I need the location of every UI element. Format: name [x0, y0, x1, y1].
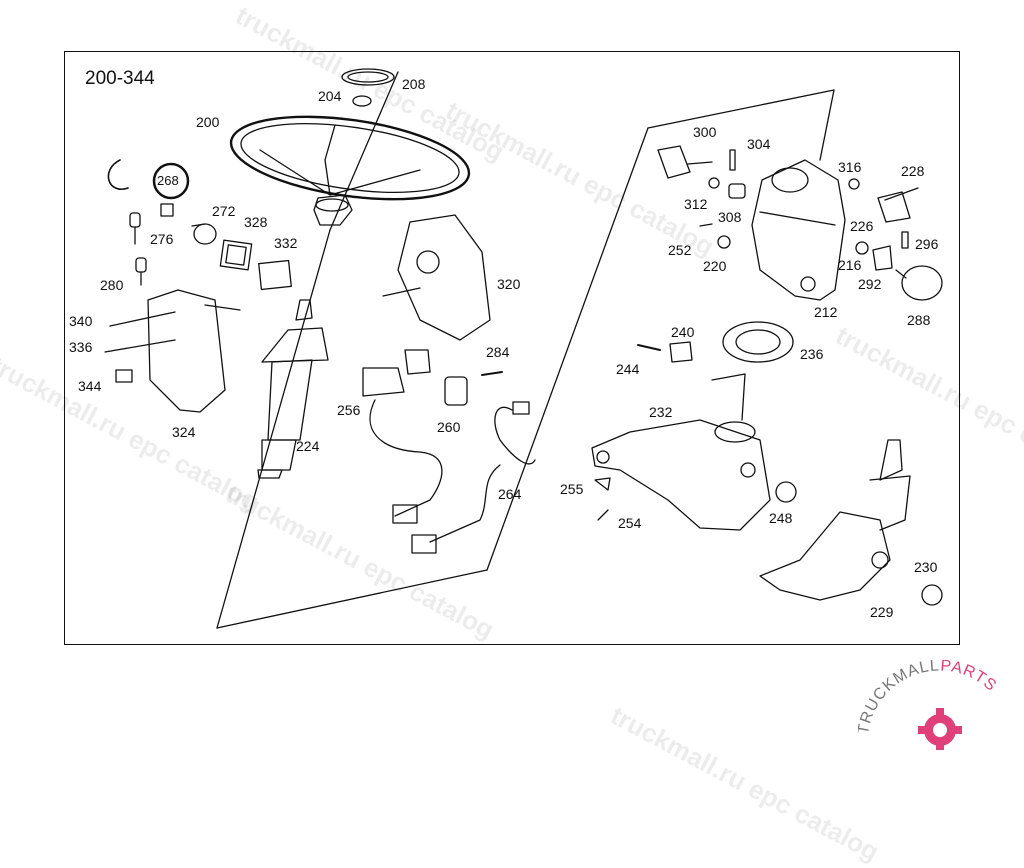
callout-label: 200 — [196, 114, 220, 130]
steering-column-shroud — [104, 289, 241, 413]
callout-label: 240 — [671, 324, 695, 340]
callout-label: 272 — [212, 203, 236, 219]
diagram-frame — [64, 51, 960, 645]
callout-label: 232 — [649, 404, 673, 420]
emblem-ring — [341, 68, 395, 86]
callout-label: 226 — [850, 218, 874, 234]
callout-label: 308 — [718, 209, 742, 225]
logo-text-accent: PARTS — [940, 660, 1000, 695]
relay — [444, 376, 468, 406]
callout-label: 320 — [497, 276, 521, 292]
callout-label: 332 — [274, 235, 298, 251]
small-parts-right — [699, 178, 943, 301]
lower-bracket — [759, 439, 943, 606]
callout-label: 296 — [915, 236, 939, 252]
diagram-id: 200-344 — [85, 68, 155, 89]
callout-label: 256 — [337, 402, 361, 418]
callout-label: 248 — [769, 510, 793, 526]
callout-label: 260 — [437, 419, 461, 435]
lock-cylinder — [160, 203, 217, 245]
steering-column — [257, 299, 329, 479]
callout-label: 324 — [172, 424, 196, 440]
callout-label: 216 — [838, 257, 862, 273]
callout-label: 220 — [703, 258, 727, 274]
callout-label: 255 — [560, 481, 584, 497]
key-set — [129, 212, 147, 286]
callout-label: 228 — [901, 163, 925, 179]
cover-plate — [219, 239, 253, 271]
pad — [258, 259, 292, 291]
callout-label: 284 — [486, 344, 510, 360]
callout-label: 344 — [78, 378, 102, 394]
callout-label: 280 — [100, 277, 124, 293]
callout-label: 288 — [907, 312, 931, 328]
callout-label: 340 — [69, 313, 93, 329]
gear-icon — [918, 708, 962, 752]
callout-label: 212 — [814, 304, 838, 320]
plug — [775, 481, 797, 503]
steering-wheel — [229, 115, 471, 226]
bolt — [597, 509, 609, 521]
callout-label: 229 — [870, 604, 894, 620]
callout-label: 236 — [800, 346, 824, 362]
snap-ring — [107, 159, 129, 191]
callout-label: 304 — [747, 136, 771, 152]
callout-label: 230 — [914, 559, 938, 575]
section-dividers — [216, 71, 835, 629]
callout-label: 252 — [668, 242, 692, 258]
callout-label: 328 — [244, 214, 268, 230]
screw — [481, 371, 503, 376]
callout-circle-268 — [152, 162, 190, 200]
clip — [594, 477, 611, 491]
bearing-housing — [657, 145, 846, 301]
callout-label: 312 — [684, 196, 708, 212]
callout-label: 264 — [498, 486, 522, 502]
callout-label: 292 — [858, 276, 882, 292]
callout-label: 316 — [838, 159, 862, 175]
callout-label: 254 — [618, 515, 642, 531]
callout-label: 204 — [318, 88, 342, 104]
cable-harness — [411, 401, 536, 554]
truckmallparts-logo: TRUCKMALLPARTS — [855, 657, 1024, 752]
mounting-bracket — [591, 373, 771, 531]
callout-label: 336 — [69, 339, 93, 355]
column-cover — [382, 214, 491, 341]
callout-label: 208 — [402, 76, 426, 92]
callout-label: 244 — [616, 361, 640, 377]
callout-label: 276 — [150, 231, 174, 247]
callout-label: 224 — [296, 438, 320, 454]
callout-label: 268 — [157, 173, 179, 188]
emblem-cap — [352, 95, 372, 107]
gasket-group — [637, 321, 794, 363]
callout-label: 300 — [693, 124, 717, 140]
parts-diagram — [104, 68, 943, 629]
switch-assembly — [362, 349, 443, 524]
